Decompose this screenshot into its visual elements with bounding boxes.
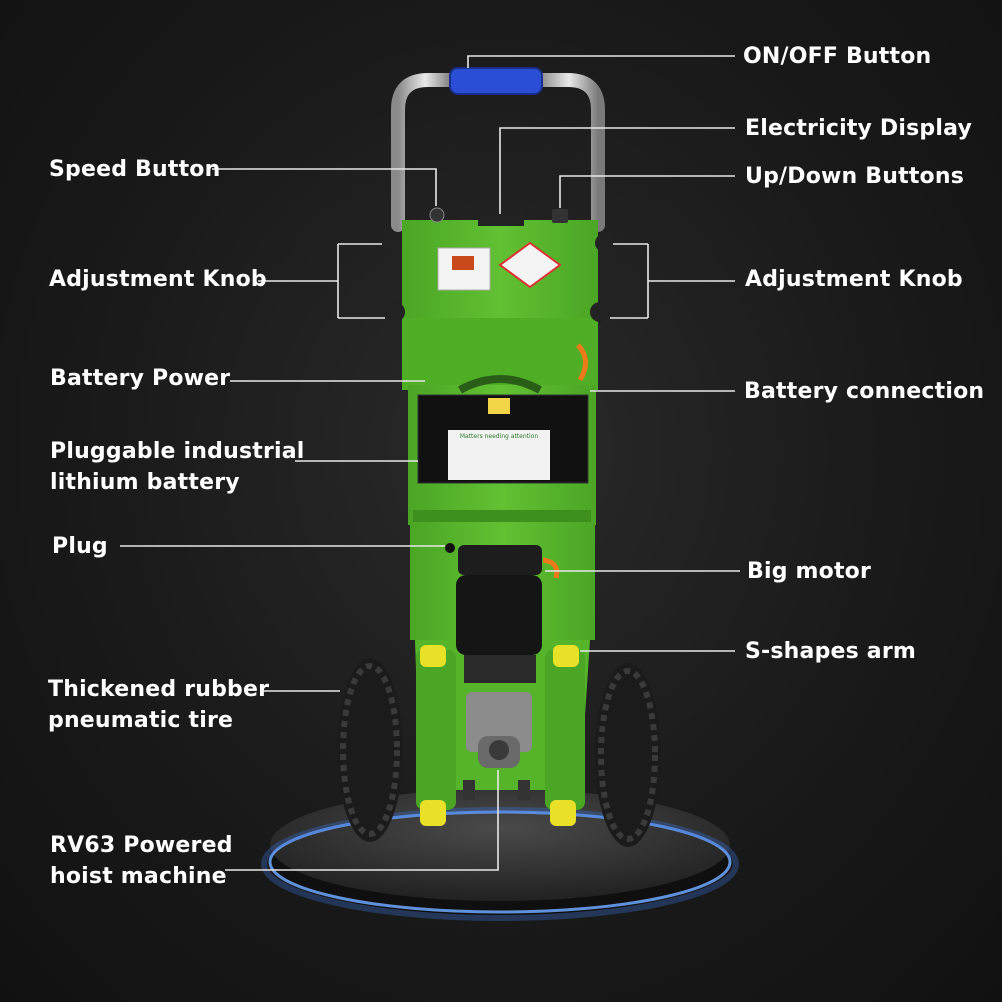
battery-pack [408,343,596,525]
tire-line2: pneumatic tire [48,708,234,733]
s-shapes-arm-label: S-shapes arm [745,639,917,664]
hoist-label: RV63 Powered hoist machine [50,830,233,892]
line-hoist [225,770,499,871]
hoist-line2: hoist machine [50,864,227,889]
line-up-down [559,175,735,208]
on-off-button-label: ON/OFF Button [743,44,932,69]
chrome-handle [391,73,606,575]
gearbox [466,692,532,768]
tire-label: Thickened rubber pneumatic tire [48,674,269,736]
line-knob-left [258,243,385,319]
line-speed [212,168,437,206]
battery-connection-label: Battery connection [744,379,985,404]
up-down-buttons-label: Up/Down Buttons [745,164,965,189]
line-on-off [467,55,735,68]
big-motor-label: Big motor [747,559,872,584]
callout-lines [120,55,740,871]
on-off-button-grip [449,67,543,95]
pluggable-battery-label: Pluggable industrial lithium battery [50,436,305,498]
display-platform [261,789,739,921]
adjustment-knob-right-label: Adjustment Knob [745,267,963,292]
hoist-line1: RV63 Powered [50,833,233,858]
motor [445,543,560,683]
line-electricity [499,127,735,214]
pneumatic-tires [337,658,661,847]
line-knob-right [610,243,735,319]
pluggable-battery-line1: Pluggable industrial [50,439,305,464]
battery-power-label: Battery Power [50,366,231,391]
tire-line1: Thickened rubber [48,677,270,702]
s-arms [416,645,585,826]
electricity-display-label: Electricity Display [745,116,973,141]
control-box [402,207,598,390]
plug-label: Plug [52,534,108,559]
speed-button-label: Speed Button [49,157,221,182]
battery-sticker-text: Matters needing attention [459,433,539,440]
pluggable-battery-line2: lithium battery [50,470,240,495]
adjustment-knob-left-label: Adjustment Knob [49,267,267,292]
